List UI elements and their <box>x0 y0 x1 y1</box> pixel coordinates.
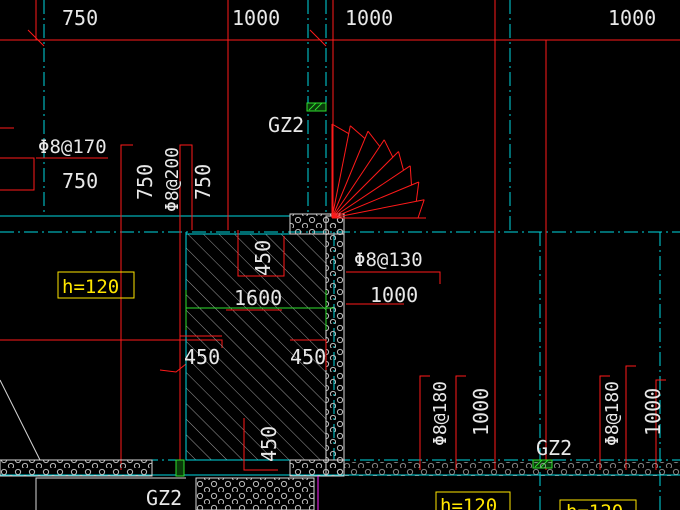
rebar-left-label: Φ8@170 <box>38 136 107 158</box>
fan-rebar-hook <box>417 199 425 219</box>
bottom-wall-left <box>0 459 153 477</box>
fan-rebar-line <box>331 139 385 219</box>
hatched-block <box>186 234 326 460</box>
rebar-180-b: Φ8@180 <box>602 381 623 446</box>
dim-450-right: 450 <box>290 345 326 369</box>
fan-rebar-line <box>331 131 369 219</box>
dim-left-750: 750 <box>62 169 98 193</box>
fan-rebar-line <box>331 125 351 219</box>
dim-1000-b: 1000 <box>641 388 665 436</box>
dim-1000-mid: 1000 <box>370 283 418 307</box>
bottom-wall-right <box>344 462 680 476</box>
top-dim-1000-a: 1000 <box>232 6 280 30</box>
fan-rebar-hook <box>349 125 366 139</box>
top-wall-stub <box>289 213 345 235</box>
fan-rebar-line <box>331 151 399 219</box>
dim-450-left: 450 <box>184 345 220 369</box>
rebar-200-vertical: Φ8@200 <box>162 147 183 212</box>
h-bottom-tag-1: h=120 <box>440 495 497 510</box>
rebar-130-label: Φ8@130 <box>354 249 423 271</box>
gz2-top-label: GZ2 <box>268 113 304 137</box>
gz2-bottom-marker <box>175 459 185 477</box>
top-dim-1000-c: 1000 <box>608 6 656 30</box>
fan-rebar-line <box>331 181 419 219</box>
dim-1600: 1600 <box>234 286 282 310</box>
h-bottom-tag-box-1 <box>435 491 511 510</box>
gz2-bottom-label: GZ2 <box>146 486 182 510</box>
rebar-180-a: Φ8@180 <box>430 381 451 446</box>
fan-rebar <box>331 123 426 219</box>
gz2-top-marker <box>306 102 327 112</box>
top-dimension-line <box>0 0 680 470</box>
top-dim-1000-b: 1000 <box>345 6 393 30</box>
h-left-tag: h=120 <box>62 276 119 298</box>
fan-rebar-line <box>331 199 425 219</box>
fan-rebar-hook <box>398 151 404 171</box>
gz2-mid-label: GZ2 <box>536 436 572 460</box>
dim-750-vertical-a: 750 <box>133 164 157 200</box>
fan-rebar-hook <box>367 130 381 147</box>
fan-rebar-line <box>331 165 411 219</box>
dim-450-bottom: 450 <box>257 426 281 462</box>
fan-rebar-hook <box>331 123 350 135</box>
central-rebar-lines <box>180 230 327 471</box>
dim-450-top: 450 <box>251 240 275 276</box>
bottom-block <box>195 477 315 510</box>
fan-rebar-hook <box>409 165 412 186</box>
bottom-wall-stub <box>289 459 345 477</box>
right-wall <box>325 215 345 477</box>
dim-750-vertical-b: 750 <box>191 164 215 200</box>
fan-rebar-hook <box>383 139 394 158</box>
h-bottom-tag-2: h=120 <box>566 501 623 510</box>
fan-rebar-hook <box>415 181 420 202</box>
h-bottom-tag-box-2 <box>559 499 637 510</box>
top-dim-750: 750 <box>62 6 98 30</box>
dim-1000-a: 1000 <box>469 388 493 436</box>
right-rebar-lines <box>346 271 666 470</box>
h-left-tag-box <box>57 271 135 299</box>
